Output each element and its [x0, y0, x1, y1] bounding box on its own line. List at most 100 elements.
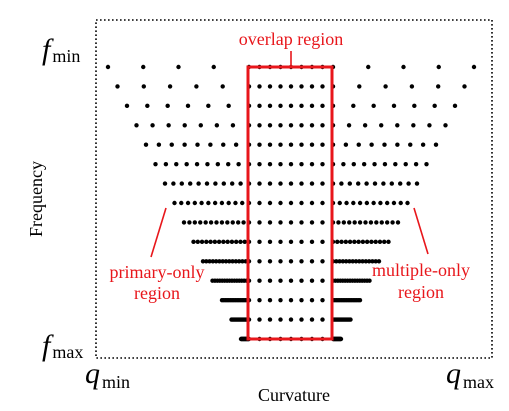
sample-dot: [257, 200, 262, 206]
sample-dot: [225, 220, 230, 225]
sample-dot: [229, 239, 235, 245]
sample-dot: [299, 161, 304, 167]
sample-dot: [267, 123, 273, 128]
sample-dot: [344, 200, 349, 206]
sample-dot: [357, 84, 362, 89]
sample-dot: [350, 259, 355, 264]
sample-dot: [235, 220, 241, 225]
sample-dot: [257, 161, 262, 167]
sample-dot: [334, 259, 339, 264]
multiple-label-line2: region: [398, 282, 444, 302]
sample-dot: [382, 142, 387, 147]
sample-dot: [227, 259, 232, 264]
sample-dot: [356, 181, 361, 186]
sample-dot: [340, 259, 346, 264]
sample-dot: [288, 84, 294, 89]
sample-dot: [238, 336, 244, 342]
sample-dot: [225, 239, 230, 245]
sample-dot: [204, 239, 209, 245]
sample-dot: [267, 317, 273, 322]
sample-dot: [212, 200, 218, 206]
sample-dot: [219, 200, 225, 206]
sample-dot: [169, 142, 174, 147]
primary-pointer-line: [150, 207, 167, 258]
sample-dot: [288, 220, 294, 225]
sample-dot: [299, 142, 304, 147]
sample-dot: [382, 239, 387, 245]
sample-dot: [436, 84, 441, 89]
sample-dot: [384, 200, 390, 206]
sample-dot: [351, 161, 356, 167]
sample-dot: [357, 259, 362, 264]
sample-dot: [156, 142, 162, 147]
sample-dot: [376, 259, 382, 264]
sample-dot: [379, 220, 384, 225]
sample-dot: [343, 259, 349, 264]
sample-dot: [351, 200, 356, 206]
sample-dot: [192, 200, 198, 206]
sample-dot: [398, 181, 403, 186]
sample-dot: [413, 161, 419, 167]
sample-dot: [176, 64, 181, 70]
sample-dot: [357, 297, 363, 303]
sample-dot: [219, 220, 225, 225]
sample-dot: [288, 161, 294, 167]
sample-dot: [338, 336, 344, 342]
sample-dot: [288, 259, 294, 264]
sample-dot: [299, 103, 304, 109]
sample-dot: [240, 259, 245, 264]
sample-dot: [174, 161, 179, 167]
sample-dot: [391, 103, 397, 109]
sample-dot: [343, 142, 349, 147]
sample-dot: [188, 181, 193, 186]
sample-dot: [219, 297, 225, 303]
sample-dot: [337, 200, 342, 206]
f-min-subscript: min: [52, 46, 80, 66]
sample-dot: [198, 123, 203, 128]
sample-dot: [406, 181, 411, 186]
primary-label-line1: primary-only: [110, 262, 205, 282]
sample-dot: [238, 239, 243, 245]
sample-dot: [192, 220, 198, 225]
overlap-label: overlap region: [239, 29, 343, 49]
sample-dot: [242, 239, 247, 245]
sample-dot: [233, 200, 238, 206]
sample-dot: [199, 200, 204, 206]
sample-dot: [309, 200, 315, 206]
sample-dot: [145, 103, 150, 109]
sample-dot: [320, 123, 325, 128]
sample-dot: [366, 64, 371, 70]
sample-dot: [278, 103, 283, 109]
sample-dot: [267, 259, 273, 264]
sample-dot: [299, 259, 304, 264]
sample-dot: [257, 123, 262, 128]
sample-dot: [226, 200, 231, 206]
multiple-pointer-line: [413, 207, 429, 255]
sample-dot: [436, 64, 441, 70]
sample-dot: [379, 123, 384, 128]
sample-dot: [288, 181, 294, 186]
sample-dot: [278, 161, 283, 167]
sample-dot: [214, 123, 220, 128]
sample-dot: [257, 317, 262, 322]
sample-dot: [206, 103, 211, 109]
y-axis-title: Frequency: [26, 161, 46, 237]
sample-dot: [320, 297, 325, 303]
sample-dot: [382, 161, 388, 167]
primary-label-line2: region: [134, 283, 180, 303]
sample-dot: [179, 200, 184, 206]
sample-dot: [167, 84, 173, 89]
sample-dot: [220, 259, 225, 264]
sample-dot: [309, 161, 315, 167]
sample-dot: [230, 181, 235, 186]
sample-dot: [320, 142, 325, 147]
sample-dot: [166, 123, 171, 128]
sample-dot: [278, 297, 283, 303]
sample-dot: [398, 200, 403, 206]
sample-dot: [134, 123, 139, 128]
sample-dot: [195, 142, 200, 147]
sample-dot: [299, 123, 304, 128]
sample-dot: [371, 103, 376, 109]
